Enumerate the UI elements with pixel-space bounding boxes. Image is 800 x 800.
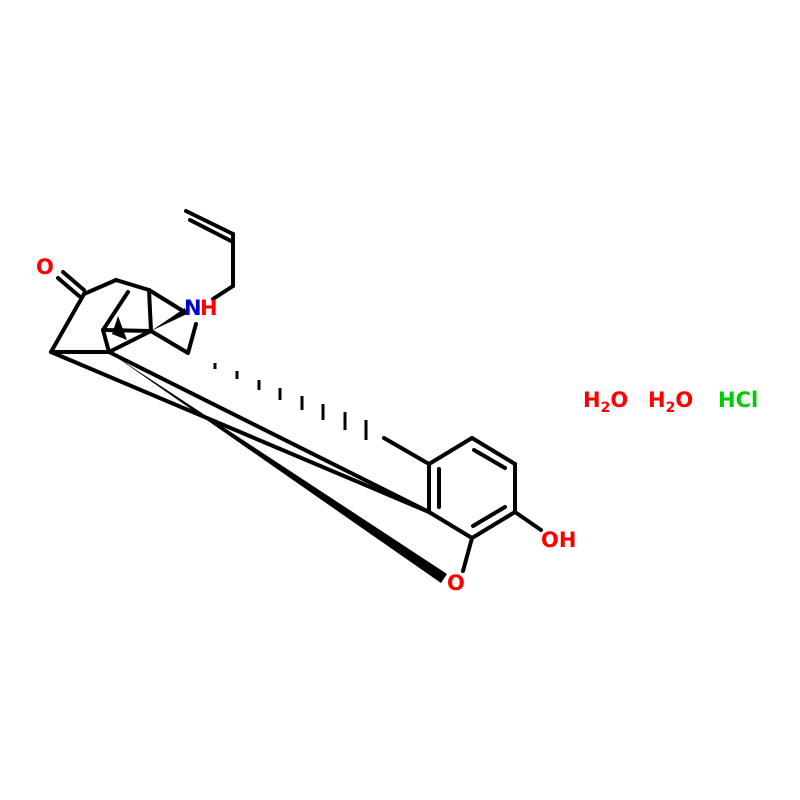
aromatic-inner-bond xyxy=(472,448,507,470)
ring-bond xyxy=(101,328,153,333)
nitrogen-label: N xyxy=(184,296,202,320)
ring-bond xyxy=(186,322,198,355)
ether-oxygen-label: O xyxy=(447,571,465,595)
nitrogen-hydrogen-label: H xyxy=(200,296,218,320)
ring-bond xyxy=(470,510,517,540)
ether-bond xyxy=(461,536,474,573)
terminal-alkene-bond-b xyxy=(188,218,233,243)
hydroxyl-bond xyxy=(513,510,543,532)
carbonyl-bond-a xyxy=(61,270,86,292)
bridge-bonds xyxy=(49,350,447,583)
ring-bond xyxy=(382,436,431,466)
hashed-bond xyxy=(213,363,368,440)
hydroxyl-label: OH xyxy=(541,528,576,552)
ring-bond xyxy=(149,329,190,355)
ring-bond xyxy=(427,510,474,540)
wedge-bond-to-ether xyxy=(109,352,447,583)
hydrochloride-formula: HCl xyxy=(718,388,758,412)
aromatic-ring xyxy=(382,436,543,573)
carbonyl-bond-b xyxy=(56,276,81,298)
ring-bond xyxy=(82,278,118,296)
bridge-bond xyxy=(107,350,431,514)
ring-bond xyxy=(101,328,111,354)
aromatic-inner-bond xyxy=(471,505,507,528)
ring-bond xyxy=(107,329,153,354)
terminal-alkene-bond-a xyxy=(184,209,235,236)
cage-skeleton xyxy=(49,278,198,355)
wedge-bond xyxy=(112,316,127,340)
water-formula-2: H2O xyxy=(648,388,693,416)
ring-bond xyxy=(147,288,185,313)
water-formula-1: H2O xyxy=(583,388,628,416)
ring-bond xyxy=(470,436,517,466)
allyl-group xyxy=(184,209,235,301)
ketone-oxygen-label: O xyxy=(36,255,54,279)
ring-bond xyxy=(101,290,130,332)
ring-bond xyxy=(147,288,153,333)
ring-bond xyxy=(114,278,151,292)
wedge-bond xyxy=(151,308,187,331)
ring-bond xyxy=(49,292,86,354)
bridge-bond xyxy=(49,350,431,514)
ring-bond xyxy=(427,436,474,466)
ketone-group xyxy=(56,270,86,298)
allyl-n-bond xyxy=(211,284,235,301)
